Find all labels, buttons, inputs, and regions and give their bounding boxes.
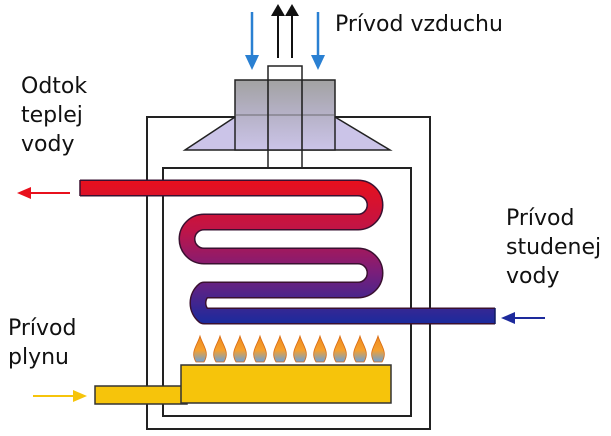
arrow-icon <box>17 187 70 199</box>
cold-water-inlet-label-line: studenej <box>506 235 602 260</box>
heat-exchanger-coil <box>79 179 496 325</box>
flame-icon <box>233 334 247 363</box>
exhaust-arrows <box>271 4 299 58</box>
hot-water-arrow <box>17 187 70 199</box>
flame-icon <box>313 334 327 363</box>
hot-water-outlet-label: Odtok teplej vody <box>21 72 87 159</box>
hot-water-outlet-label-line: Odtok <box>21 74 88 99</box>
air-intake-label: Prívod vzduchu <box>335 10 503 39</box>
burner-flames <box>193 334 385 363</box>
flame-icon <box>193 334 207 363</box>
flame-icon <box>253 334 267 363</box>
arrow-icon <box>245 12 259 70</box>
cold-water-inlet-label: Prívod studenej vody <box>506 204 601 291</box>
air-intake-label-line: Prívod vzduchu <box>335 12 503 37</box>
air-intake-arrows <box>245 12 325 70</box>
hot-water-outlet-label-line: vody <box>21 132 75 157</box>
arrow-icon <box>501 312 545 324</box>
burner <box>180 364 392 404</box>
arrow-icon <box>311 12 325 70</box>
flame-icon <box>353 334 367 363</box>
flame-icon <box>213 334 227 363</box>
flame-icon <box>371 334 385 363</box>
flame-icon <box>333 334 347 363</box>
arrow-icon <box>285 4 299 58</box>
flue-assembly <box>182 65 393 169</box>
arrow-icon <box>271 4 285 58</box>
gas-inlet-label-line: Prívod <box>8 316 77 341</box>
flame-icon <box>293 334 307 363</box>
gas-inlet-label: Prívod plynu <box>8 314 76 372</box>
gas-pipe <box>94 385 188 405</box>
gas-inlet-label-line: plynu <box>8 345 69 370</box>
cold-water-inlet-label-line: Prívod <box>506 206 575 231</box>
arrow-icon <box>33 390 87 402</box>
cold-water-arrow <box>501 312 545 324</box>
hot-water-outlet-label-line: teplej <box>21 103 83 128</box>
gas-inlet-arrow <box>33 390 87 402</box>
flame-icon <box>273 334 287 363</box>
exhaust-chimney <box>267 65 303 169</box>
cold-water-inlet-label-line: vody <box>506 264 560 289</box>
coil-tube <box>80 181 495 323</box>
